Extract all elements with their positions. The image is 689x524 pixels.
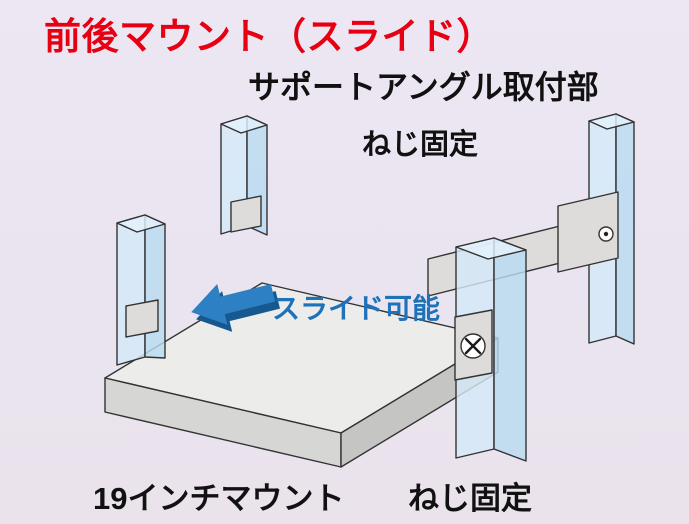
screw-fix-top-label: ねじ固定 [362,129,479,161]
front-right-post-side-face [493,237,527,462]
rear-right-panel-top-face [588,113,635,130]
page-title: 前後マウント（スライド） [44,16,494,57]
front-left-post-top-face [116,214,166,233]
phillips-screw-icon [598,226,614,242]
screw-cross-line [464,337,482,355]
front-left-post-side-face [144,214,166,359]
rear-left-mount-tab [230,195,262,233]
end-plate-face [557,191,619,273]
front-left-rack-post [116,214,166,366]
rear-left-post-top-face [220,115,268,134]
slide-possible-label: スライド可能 [272,293,441,324]
chassis-mount-plate [454,309,493,381]
support-angle-label: サポートアングル取付部 [248,69,599,105]
slide-arrow-icon [191,284,281,332]
front-left-post-front-face [116,214,146,366]
front-right-post-top-face [455,237,527,260]
front-left-mount-tab [125,299,159,338]
screw-fix-bottom-label: ねじ固定 [408,481,532,516]
support-angle-end-plate [557,191,619,273]
slide-arrow-body [191,284,276,325]
rack-mount-label: 19インチマウント [93,481,345,516]
chassis [104,282,499,468]
screw-center-dot [603,231,609,237]
phillips-screw-icon [460,333,486,359]
